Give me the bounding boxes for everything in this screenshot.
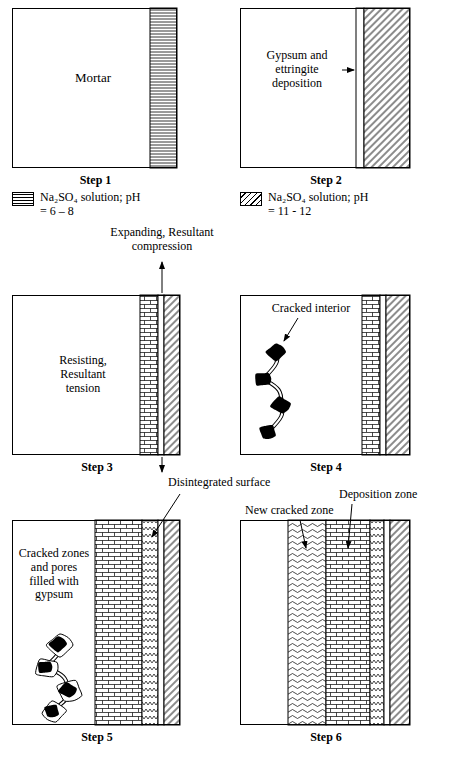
zone-band [356, 8, 364, 168]
panel-text: Cracked zones and pores filled with gyps… [17, 547, 91, 602]
panel-text: Resisting, Resultant tension [43, 354, 123, 395]
zone-band [326, 520, 370, 725]
zone-band [95, 520, 142, 725]
aggregate-void [38, 662, 52, 673]
aggregate-void [44, 705, 59, 718]
gypsum-pore [57, 680, 82, 701]
legend-text: Na₂SO₄ solution; pH = 6 – 8 [40, 190, 142, 219]
panel-text: Mortar [53, 71, 133, 86]
annotation-label: Disintegrated surface [168, 476, 298, 490]
zone-band [386, 295, 410, 455]
step-panel: Cracked interiorStep 4 [240, 295, 410, 455]
aggregate-void [270, 396, 291, 413]
legend-item: Na₂SO₄ solution; pH = 11 - 12 [240, 190, 380, 224]
zone-band [150, 8, 177, 168]
gypsum-pore [42, 701, 66, 722]
step-panel: Resisting, Resultant tensionStep 3 [12, 295, 180, 455]
crack-set [255, 343, 291, 439]
leader-arrow [284, 318, 298, 341]
legend-swatch [240, 192, 262, 206]
zone-band [390, 520, 410, 725]
step-caption: Step 1 [13, 174, 178, 188]
leader-arrow [342, 70, 354, 71]
zone-band [364, 8, 410, 168]
zone-band [380, 295, 386, 455]
material-zones [95, 8, 410, 725]
aggregate-void [259, 425, 276, 439]
legend-item: Na₂SO₄ solution; pH = 6 – 8 [12, 190, 152, 224]
step-panel: New cracked zoneDeposition zoneStep 6 [240, 520, 410, 725]
aggregate-void [255, 373, 271, 386]
leader-arrow [152, 494, 180, 537]
zone-band [370, 520, 384, 725]
legend-text: Na₂SO₄ solution; pH = 11 - 12 [268, 190, 370, 219]
step-caption: Step 2 [241, 174, 411, 188]
leader-arrow [348, 504, 352, 548]
aggregate-void [49, 636, 67, 652]
legend-swatch [12, 192, 34, 206]
aggregate-void [265, 343, 286, 361]
leader-arrow [162, 262, 163, 293]
zone-band [164, 520, 180, 725]
zone-band [158, 295, 164, 455]
zone-band [142, 520, 158, 725]
panel-text: New cracked zone [245, 504, 345, 518]
step-caption: Step 3 [13, 461, 181, 475]
panel-text: Gypsum and ettringite deposition [255, 49, 339, 90]
leader-arrow [162, 457, 163, 472]
step-caption: Step 5 [13, 731, 181, 745]
crack-set [36, 634, 82, 722]
annotation-label: Expanding, Resultant compression [87, 226, 237, 254]
gypsum-pore [36, 659, 58, 677]
zone-band [384, 520, 390, 725]
leader-arrow [300, 520, 306, 548]
step-panel: Gypsum and ettringite depositionStep 2 [240, 8, 410, 168]
step-caption: Step 4 [241, 461, 411, 475]
step-panel: Cracked zones and pores filled with gyps… [12, 520, 180, 725]
panel-text: Deposition zone [339, 488, 439, 502]
step-panel: MortarStep 1 [12, 8, 177, 168]
aggregate-void [58, 682, 77, 697]
zone-band [158, 520, 164, 725]
gypsum-pore [46, 634, 73, 657]
panel-text: Cracked interior [261, 302, 361, 316]
zone-band [362, 295, 380, 455]
step-caption: Step 6 [241, 731, 411, 745]
zone-band [288, 520, 326, 725]
zone-band [140, 295, 158, 455]
zone-band [164, 295, 180, 455]
